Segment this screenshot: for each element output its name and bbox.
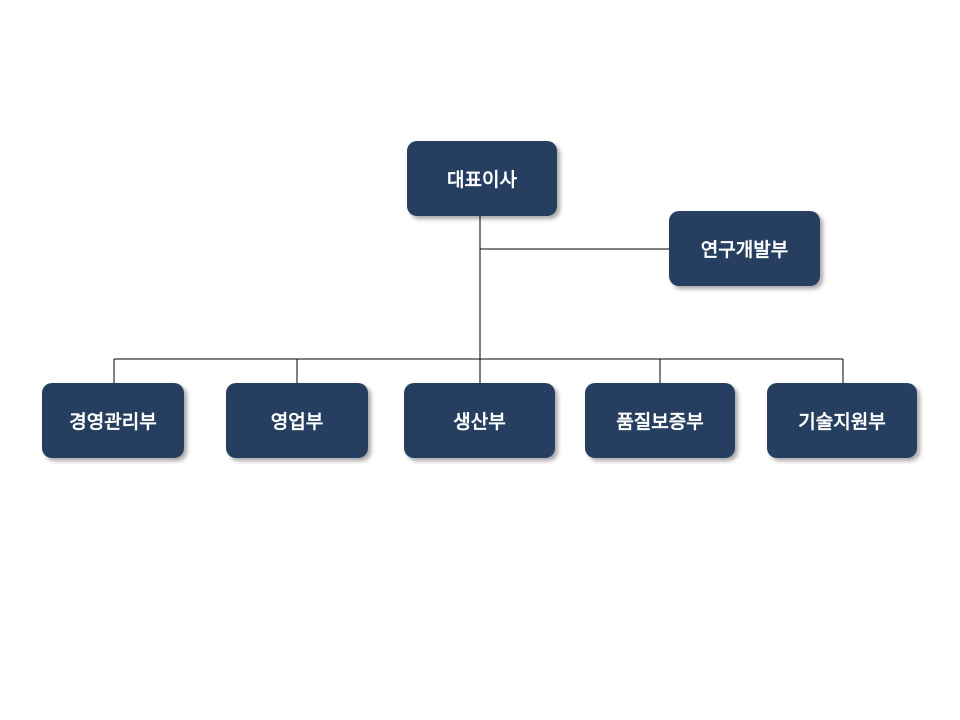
node-sales-department: 영업부 — [226, 383, 368, 458]
node-quality-department: 품질보증부 — [585, 383, 735, 458]
node-sales-label: 영업부 — [270, 411, 324, 433]
node-rnd-label: 연구개발부 — [700, 239, 789, 261]
node-production-label: 생산부 — [453, 411, 506, 433]
node-ceo-label: 대표이사 — [447, 169, 517, 191]
node-management-department: 경영관리부 — [42, 383, 184, 458]
node-management-label: 경영관리부 — [69, 411, 157, 433]
node-rnd-department: 연구개발부 — [669, 211, 820, 286]
node-quality-label: 품질보증부 — [616, 411, 704, 433]
node-tech-support-label: 기술지원부 — [798, 411, 886, 433]
node-ceo: 대표이사 — [407, 141, 557, 216]
node-production-department: 생산부 — [404, 383, 555, 458]
node-tech-support-department: 기술지원부 — [767, 383, 917, 458]
